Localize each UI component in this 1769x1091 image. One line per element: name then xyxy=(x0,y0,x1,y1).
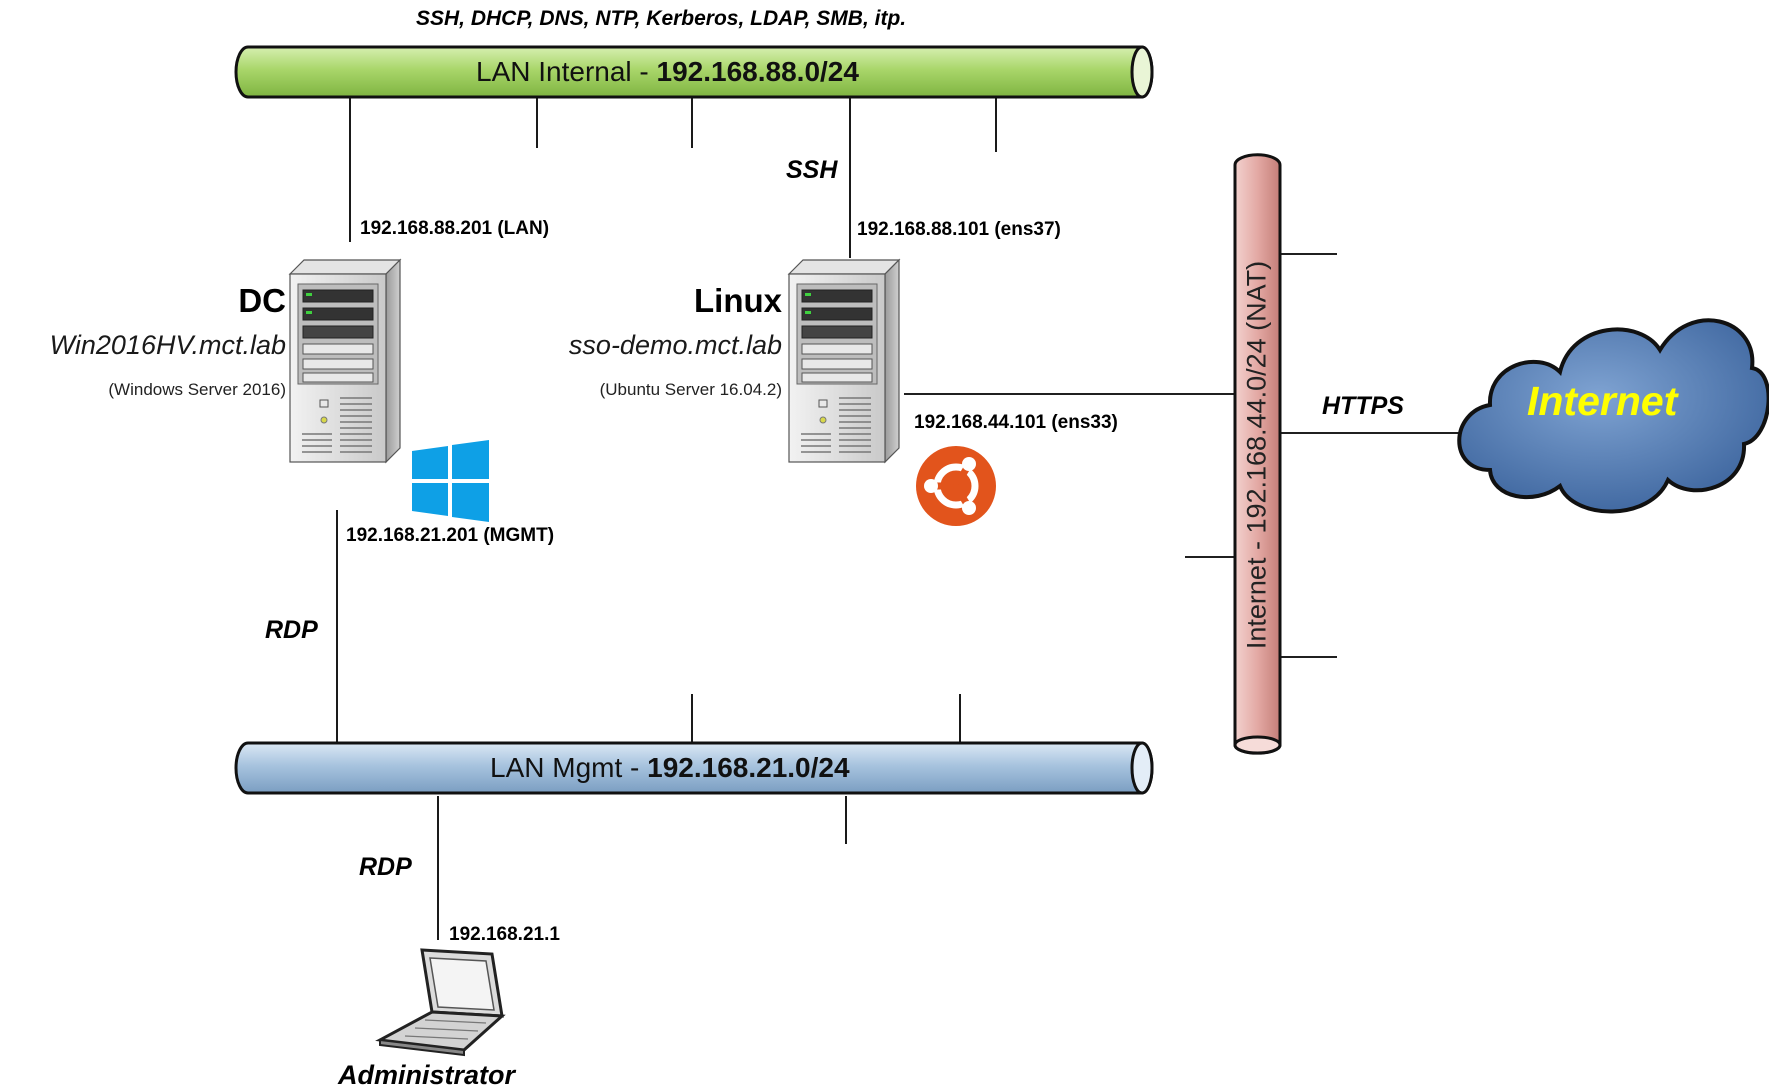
lan-internal-cidr: 192.168.88.0/24 xyxy=(656,56,859,87)
linux-fqdn: sso-demo.mct.lab xyxy=(568,330,782,360)
cloud-label: Internet xyxy=(1527,378,1678,424)
lan-mgmt-cidr: 192.168.21.0/24 xyxy=(647,752,850,783)
admin-label: Administrator xyxy=(338,1060,516,1090)
ssh-link-label: SSH xyxy=(786,156,838,184)
dc-os: (Windows Server 2016) xyxy=(108,380,286,399)
dc-ip-lan: 192.168.88.201 (LAN) xyxy=(360,218,550,239)
ubuntu-logo-icon xyxy=(916,446,996,526)
windows-logo-icon xyxy=(412,440,489,522)
lan-mgmt-pipe xyxy=(234,741,1154,795)
linux-ip-internet: 192.168.44.101 (ens33) xyxy=(914,412,1118,433)
lan-internal-prefix: LAN Internal - xyxy=(476,56,657,87)
linux-server-icon xyxy=(788,259,900,463)
dc-fqdn: Win2016HV.mct.lab xyxy=(49,330,286,360)
lan-internal-pipe xyxy=(234,45,1154,99)
laptop-icon xyxy=(375,948,506,1057)
linux-hostname: Linux xyxy=(694,282,782,319)
rdp-dc-link-label: RDP xyxy=(265,616,318,644)
dc-hostname: DC xyxy=(238,282,286,319)
internet-cloud-icon xyxy=(1457,318,1769,514)
dc-ip-mgmt: 192.168.21.201 (MGMT) xyxy=(346,525,555,546)
linux-os: (Ubuntu Server 16.04.2) xyxy=(599,380,782,399)
linux-ip-lan: 192.168.88.101 (ens37) xyxy=(857,219,1061,240)
dc-server-icon xyxy=(289,259,401,463)
lan-mgmt-prefix: LAN Mgmt - xyxy=(490,752,648,783)
internet-network-label: Internet - 192.168.44.0/24 (NAT) xyxy=(1241,260,1272,650)
top-protocols-label: SSH, DHCP, DNS, NTP, Kerberos, LDAP, SMB… xyxy=(416,7,907,30)
internet-pipe xyxy=(1233,153,1282,755)
lan-mgmt-label: LAN Mgmt - 192.168.21.0/24 xyxy=(490,754,850,782)
connection-lines xyxy=(336,98,1465,940)
rdp-admin-link-label: RDP xyxy=(359,853,412,881)
https-link-label: HTTPS xyxy=(1322,392,1404,420)
lan-internal-label: LAN Internal - 192.168.88.0/24 xyxy=(476,58,859,86)
admin-ip: 192.168.21.1 xyxy=(449,924,560,945)
